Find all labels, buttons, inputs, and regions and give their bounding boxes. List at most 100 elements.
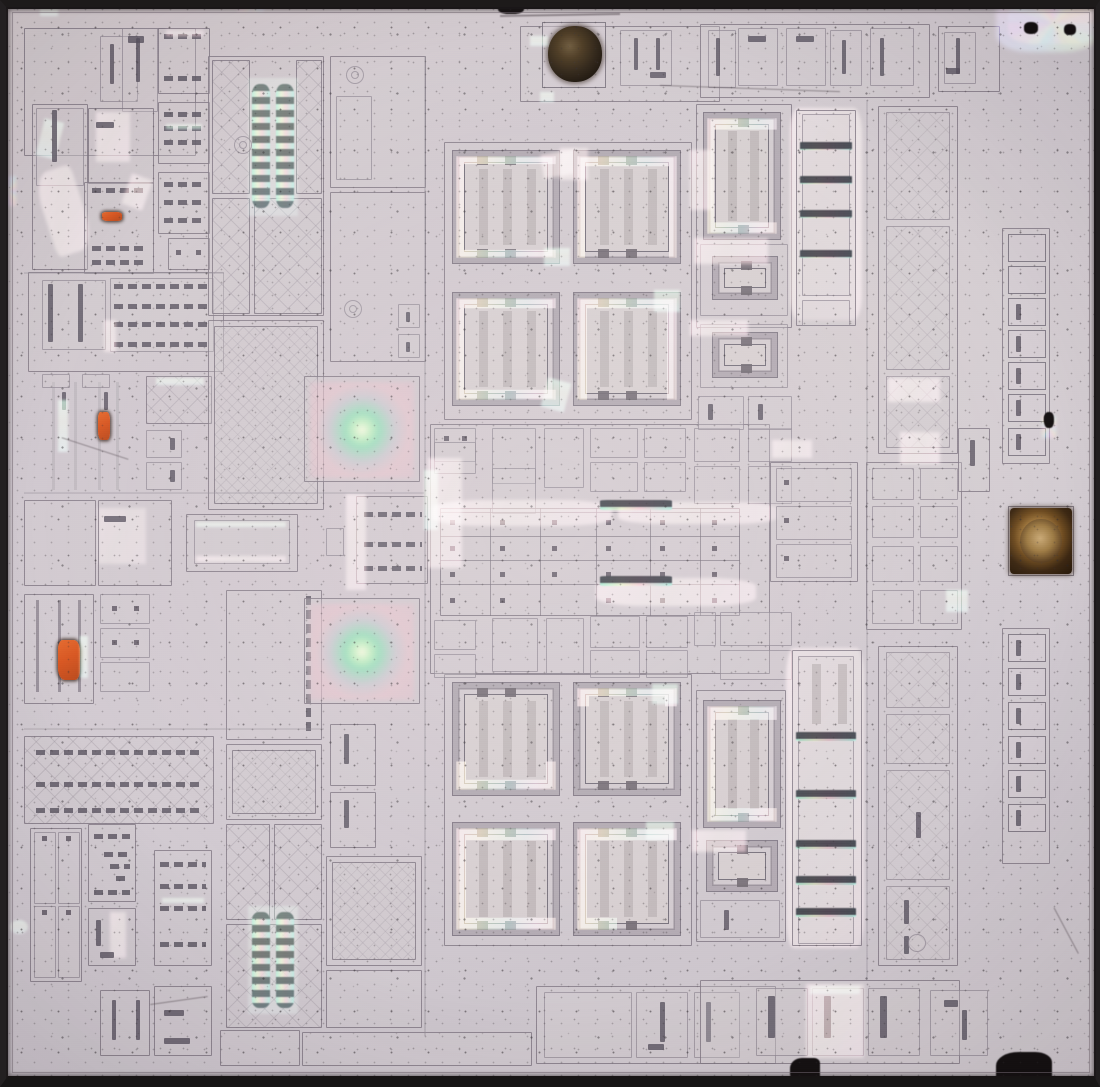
right-pad-5	[1008, 362, 1046, 390]
trace-left-vert-1	[52, 382, 55, 490]
slot-left-v2	[104, 392, 108, 410]
contact-bot-right	[505, 921, 516, 930]
finger-a	[728, 131, 737, 221]
right-pad-1	[1008, 234, 1046, 262]
contact-bot-right	[626, 781, 637, 790]
finger-c	[648, 841, 657, 917]
core-cell-lower-6	[590, 650, 640, 678]
dash-res-2	[114, 304, 208, 309]
power-cell-r2c1	[452, 292, 560, 406]
block-center-small-vert	[326, 528, 344, 556]
dot-rmc3	[784, 556, 789, 561]
finger-c	[648, 169, 657, 245]
matrix-dot-11	[660, 546, 665, 551]
slot-bmb	[344, 800, 349, 828]
matrix-dot-18	[712, 572, 717, 577]
block-bp-small	[700, 900, 780, 938]
contact-top-right	[626, 828, 637, 837]
matrix-dot-19	[450, 598, 455, 603]
block-tl-mid	[88, 108, 154, 184]
debris-corner-b	[1064, 24, 1076, 35]
contact-top-right	[626, 688, 637, 697]
pink-stack-cell-3	[802, 182, 850, 212]
slot-tp-g	[880, 38, 884, 76]
dot-bla3	[42, 910, 47, 915]
core-cell-8	[644, 428, 686, 458]
pink-stack-cell-4	[802, 216, 850, 252]
slot-trp2	[946, 68, 960, 74]
matrix-h-3	[440, 560, 740, 562]
stripe-pink-2	[800, 176, 852, 184]
slot-bc2	[660, 1002, 665, 1042]
contact-top	[741, 261, 752, 270]
pink2-finger-b	[838, 664, 847, 724]
finger-b	[624, 169, 633, 245]
contact-top-right	[505, 828, 516, 837]
finger-b	[503, 311, 512, 387]
power-core-r2c2	[585, 304, 669, 394]
pink-stack-cell-6	[802, 300, 850, 326]
block-left-hatched-a	[146, 376, 212, 424]
right-pad-7	[1008, 428, 1046, 456]
slot-driver-a	[104, 516, 126, 522]
debris-bottom-center	[790, 1058, 820, 1084]
dash-tl-11	[92, 260, 146, 265]
dash-blb-2	[104, 852, 130, 857]
power-core-r3c1	[464, 694, 548, 784]
stripe-pink-3	[800, 210, 852, 218]
power-core-rl2	[718, 852, 766, 880]
stripe-pink2-1	[796, 732, 856, 741]
matrix-dot-1	[450, 520, 455, 525]
slot-brc4	[944, 1000, 958, 1007]
slot-rp-9	[1016, 674, 1021, 690]
stripe-pink-4	[800, 250, 852, 258]
block-left-tiny-a	[42, 374, 70, 388]
block-center-logic-sub	[336, 96, 372, 180]
core-matrix	[440, 508, 740, 616]
block-bl-a1	[34, 832, 56, 904]
matrix-dot-22	[660, 598, 665, 603]
slot-rp-10	[1016, 708, 1021, 724]
rmid-h	[920, 590, 958, 624]
contact-bot	[741, 364, 752, 373]
matrix-dot-8	[500, 546, 505, 551]
circle-marker-a-inner	[239, 141, 247, 149]
block-left-bigcap-inner	[194, 520, 290, 564]
slot-tp-c	[716, 38, 720, 76]
power-cell-r1c2	[573, 150, 681, 264]
dot-tl-2	[196, 250, 201, 255]
slot-tp-d	[748, 36, 766, 42]
dash-hb-3	[36, 808, 200, 813]
slot-rp-3	[1016, 304, 1021, 320]
dash-blb-1	[94, 834, 130, 839]
contact-bot-left	[477, 781, 488, 790]
power-cell-r4c2	[573, 822, 681, 936]
power-cell-right-low-small	[712, 332, 778, 378]
matrix-dot-13	[450, 572, 455, 577]
grid-cell-a	[698, 396, 700, 398]
circle-marker-d	[908, 934, 926, 952]
core-cell-6	[590, 428, 638, 458]
matrix-h-2	[440, 536, 740, 538]
slot-brc2	[824, 996, 831, 1038]
sep-horiz-top	[24, 272, 224, 274]
power-core-rls	[724, 344, 766, 366]
matrix-dot-23	[712, 598, 717, 603]
core-cell-5	[544, 428, 584, 488]
finger-c	[527, 841, 536, 917]
power-cell-r1c1	[452, 150, 560, 264]
right-mid-cell-2	[776, 506, 852, 540]
finger-a	[600, 841, 609, 917]
finger-a	[600, 701, 609, 777]
res-v-1	[48, 284, 53, 342]
dot-lsa	[112, 606, 117, 611]
contact-bot-right	[505, 249, 516, 258]
dash-tl-7	[164, 200, 204, 205]
debris-top-center	[498, 2, 524, 14]
contact-bot	[738, 225, 749, 234]
slot-rp-11	[1016, 742, 1021, 758]
core-cell-11	[748, 428, 792, 462]
stripe-pink2-2	[796, 790, 856, 799]
core-cell-lower-10	[720, 612, 792, 646]
power-core-r2c1	[464, 304, 548, 394]
